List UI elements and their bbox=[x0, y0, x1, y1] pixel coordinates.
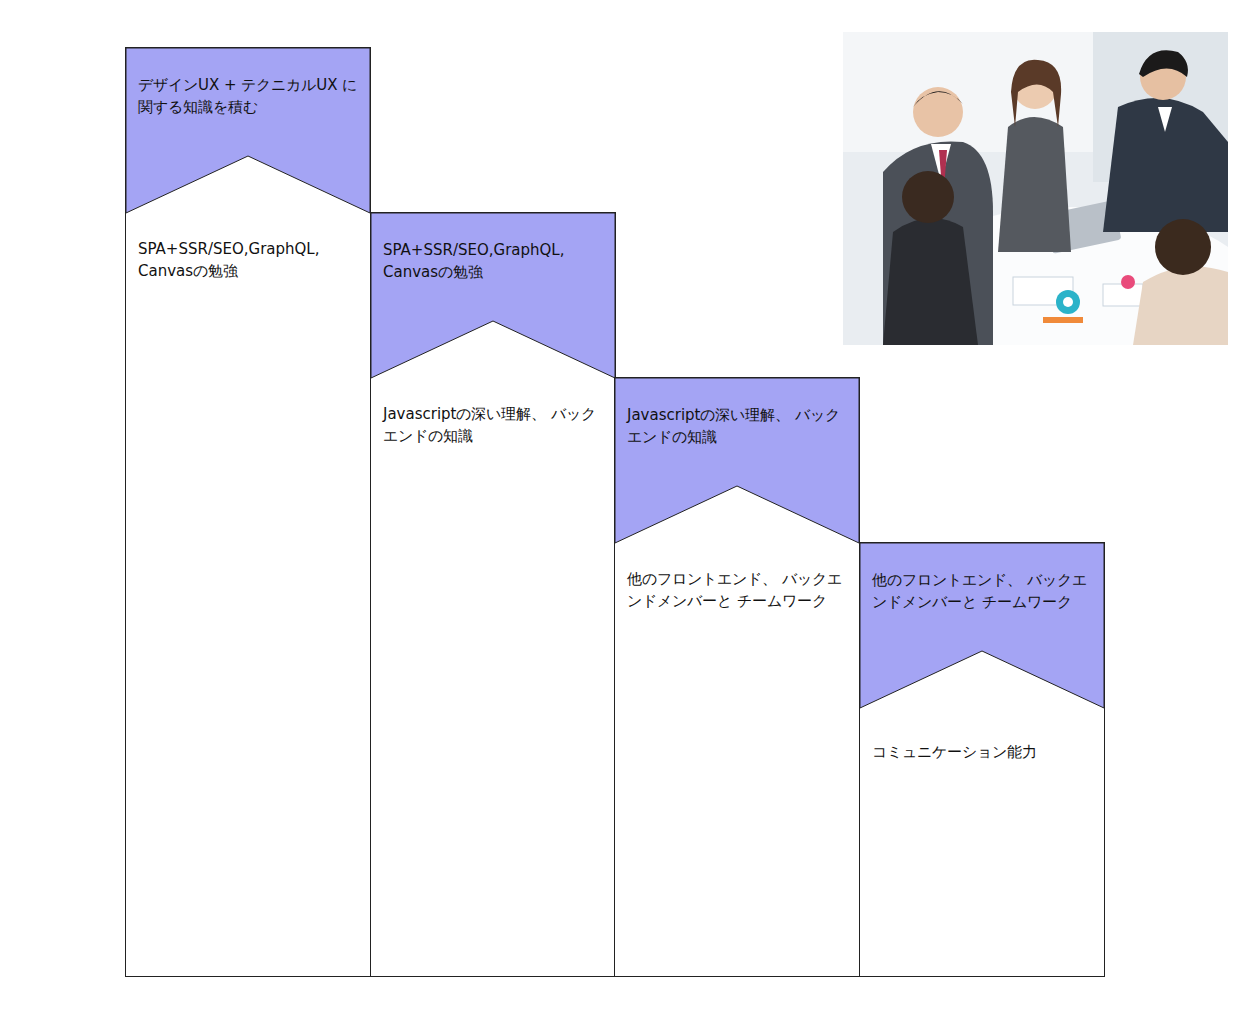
step-heading: SPA+SSR/SEO,GraphQL, Canvasの勉強 bbox=[371, 239, 615, 283]
step-body: SPA+SSR/SEO,GraphQL, Canvasの勉強 bbox=[126, 238, 370, 282]
step-heading: デザインUX + テクニカルUX に関する知識を積む bbox=[126, 74, 370, 118]
step-heading: Javascriptの深い理解、 バックエンドの知識 bbox=[615, 404, 859, 448]
office-photo bbox=[843, 32, 1228, 345]
step-body: Javascriptの深い理解、 バックエンドの知識 bbox=[371, 403, 615, 447]
step-column: デザインUX + テクニカルUX に関する知識を積む SPA+SSR/SEO,Gr… bbox=[125, 47, 371, 977]
step-heading: 他のフロントエンド、 バックエンドメンバーと チームワーク bbox=[860, 569, 1104, 613]
header-band bbox=[126, 48, 370, 976]
step-column: SPA+SSR/SEO,GraphQL, Canvasの勉強 Javascript… bbox=[370, 212, 616, 977]
header-band bbox=[615, 378, 859, 976]
step-column: 他のフロントエンド、 バックエンドメンバーと チームワークコミュニケーション能力 bbox=[859, 542, 1105, 977]
step-body: 他のフロントエンド、 バックエンドメンバーと チームワーク bbox=[615, 568, 859, 612]
step-body: コミュニケーション能力 bbox=[860, 741, 1104, 763]
step-column: Javascriptの深い理解、 バックエンドの知識他のフロントエンド、 バック… bbox=[614, 377, 860, 977]
header-band bbox=[371, 213, 615, 976]
